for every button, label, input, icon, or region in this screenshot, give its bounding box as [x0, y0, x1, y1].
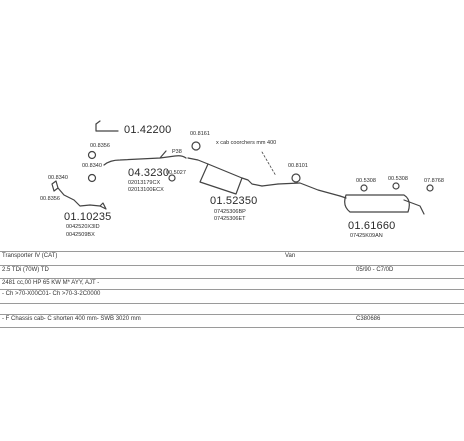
- part-01-42200: 01.42200: [124, 124, 172, 136]
- table-row: - F Chassis cab- C shorten 400 mm- SWB 3…: [0, 314, 464, 324]
- part-01-10235-ref-a: 0042520X3ID: [66, 224, 100, 230]
- part-01-52350-ref-b: 07425306ET: [214, 216, 246, 222]
- clamp-label-left-2: 00.8340: [82, 163, 102, 169]
- chassis-range: - Ch >70-X00C01- Ch >70-3-2C0000: [2, 291, 101, 297]
- table-row: Transporter IV (CAT) Van: [0, 251, 464, 261]
- part-01-52350: 01.52350: [210, 195, 258, 207]
- clamp-label-left-3: 00.8340: [48, 175, 68, 181]
- clamp-mid-top: [191, 141, 201, 151]
- engine-specs: 2481 cc,00 HP 65 KW M* AYY, AJT -: [2, 280, 100, 286]
- vehicle-body: Van: [285, 253, 296, 259]
- clamp-right-1: [360, 184, 368, 192]
- note-cab: x cab coorchers mm 400: [216, 140, 277, 146]
- clamp-left-2: [87, 173, 97, 183]
- clamp-label-right-2: 00.5308: [388, 176, 408, 182]
- rear-pipe-01-61660: [277, 182, 341, 197]
- part-04-3230-ref-a: 02013179CX: [128, 180, 161, 186]
- clamp-right-2: [392, 182, 400, 190]
- part-01-10235: 01.10235: [64, 211, 112, 223]
- part-04-3230-ref-b: 02013100ECX: [128, 187, 164, 193]
- part-01-61660-ref-a: 07425K09AN: [350, 233, 383, 239]
- part-01-10235-ref-b: 0042509BX: [66, 232, 95, 238]
- clamp-label-top-mid: 00.8161: [190, 131, 210, 137]
- part-01-61660: 01.61660: [348, 220, 396, 232]
- clamp-mid: [291, 173, 301, 183]
- catalog-code: C380686: [356, 316, 381, 322]
- engine-desc: 2.5 TDi (70W) TD: [2, 267, 49, 273]
- production-dates: 05/90 - C7/0D: [356, 267, 394, 273]
- table-row: - Ch >70-X00C01- Ch >70-3-2C0000: [0, 289, 464, 299]
- clamp-label-mid: 00.8101: [288, 163, 308, 169]
- pipe-04-3230: [103, 155, 187, 166]
- exhaust-drawing: [51, 120, 434, 215]
- table-row: [0, 303, 464, 313]
- table-row: 2.5 TDi (70W) TD 05/90 - C7/0D: [0, 265, 464, 275]
- part-01-52350-ref-a: 07425306BP: [214, 209, 246, 215]
- clamp-small: [168, 174, 176, 182]
- middle-silencer-01-52350: [187, 157, 209, 165]
- part-04-3230: 04.3230: [128, 167, 170, 179]
- clamp-label-right-1: 00.5308: [356, 178, 376, 184]
- clamp-left-1: [87, 150, 97, 160]
- note-p38: P38: [172, 149, 182, 155]
- clamp-right-3: [426, 184, 434, 192]
- table-row: 2481 cc,00 HP 65 KW M* AYY, AJT -: [0, 278, 464, 288]
- downpipe-01-10235: [57, 187, 101, 207]
- clamp-label-right-3: 07.8768: [424, 178, 444, 184]
- clamp-label-left-1: 00.8356: [90, 143, 110, 149]
- chassis-note: - F Chassis cab- C shorten 400 mm- SWB 3…: [2, 316, 141, 322]
- table-divider: [0, 327, 464, 337]
- tailpipe-01-42200: [95, 123, 119, 132]
- clamp-label-small: 00.5027: [166, 170, 186, 176]
- clamp-label-left-4: 00.8356: [40, 196, 60, 202]
- exhaust-system-diagram: 01.42200 04.3230 02013179CX 02013100ECX …: [40, 120, 444, 239]
- vehicle-model: Transporter IV (CAT): [2, 253, 58, 259]
